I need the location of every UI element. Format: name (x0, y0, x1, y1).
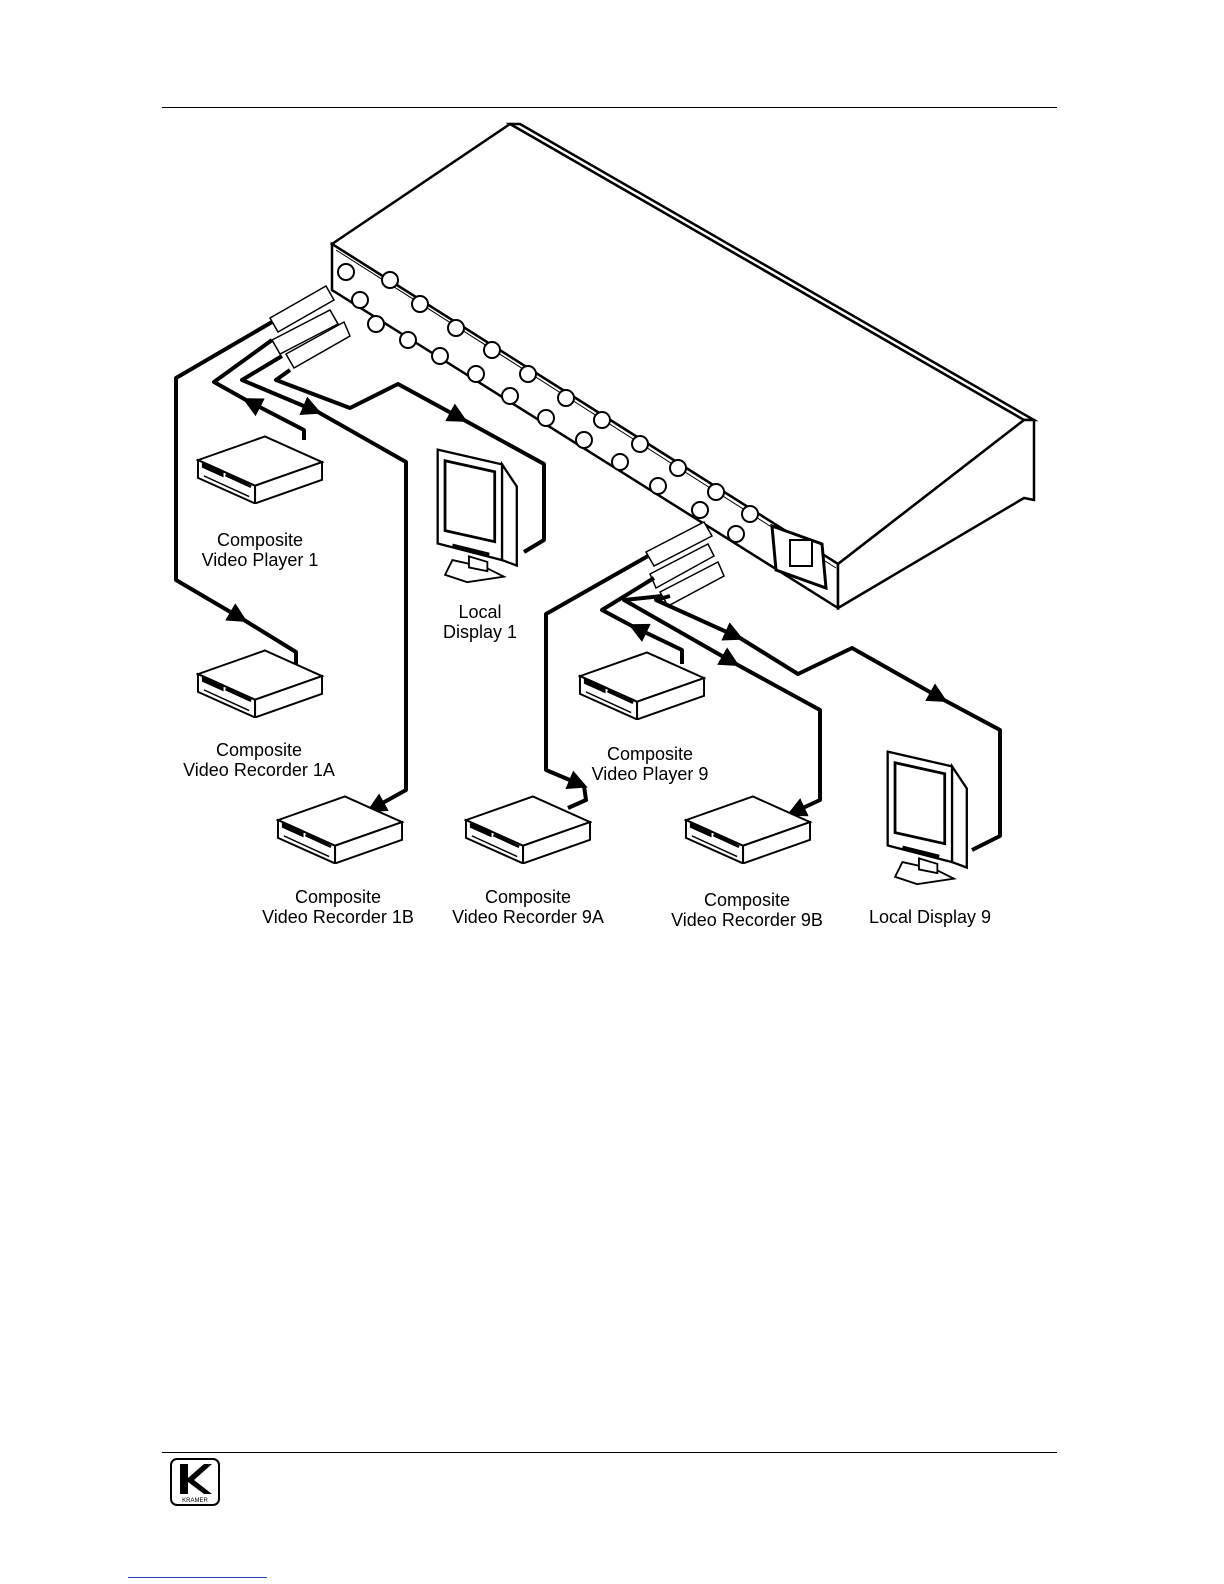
footer-link-underline[interactable] (128, 1577, 267, 1578)
label-player-9-line-1: Composite (575, 744, 725, 764)
label-recorder-9b-line-1: Composite (652, 890, 842, 910)
label-display-1-line-1: Local (420, 602, 540, 622)
recorder-1b-vcr-icon (278, 796, 402, 863)
label-player-1-line-1: Composite (185, 530, 335, 550)
label-recorder-1a: Composite Video Recorder 1A (164, 740, 354, 780)
label-display-9: Local Display 9 (850, 907, 1010, 927)
label-player-9-line-2: Video Player 9 (575, 764, 725, 784)
player-1-vcr-icon (198, 436, 322, 503)
recorder-9b-vcr-icon (686, 796, 810, 863)
label-recorder-1b-line-1: Composite (243, 887, 433, 907)
label-recorder-1b-line-2: Video Recorder 1B (243, 907, 433, 927)
label-recorder-1b: Composite Video Recorder 1B (243, 887, 433, 927)
label-player-1-line-2: Video Player 1 (185, 550, 335, 570)
label-player-9: Composite Video Player 9 (575, 744, 725, 784)
footer-rule (162, 1452, 1057, 1453)
kramer-logo-icon: KRAMER (170, 1458, 220, 1506)
label-recorder-1a-line-2: Video Recorder 1A (164, 760, 354, 780)
cable-plugs-left (270, 286, 350, 368)
label-recorder-1a-line-1: Composite (164, 740, 354, 760)
label-recorder-9a: Composite Video Recorder 9A (433, 887, 623, 927)
label-player-1: Composite Video Player 1 (185, 530, 335, 570)
kramer-logo-text: KRAMER (182, 1498, 208, 1504)
cable-plugs-right (646, 522, 724, 606)
player-9-vcr-icon (580, 652, 704, 719)
display-1-monitor-icon (438, 450, 517, 582)
label-display-9-line-1: Local Display 9 (850, 907, 1010, 927)
label-recorder-9a-line-1: Composite (433, 887, 623, 907)
label-recorder-9a-line-2: Video Recorder 9A (433, 907, 623, 927)
label-display-1: Local Display 1 (420, 602, 540, 642)
recorder-1a-vcr-icon (198, 650, 322, 717)
label-recorder-9b: Composite Video Recorder 9B (652, 890, 842, 930)
display-9-monitor-icon (888, 752, 967, 884)
label-recorder-9b-line-2: Video Recorder 9B (652, 910, 842, 930)
label-display-1-line-2: Display 1 (420, 622, 540, 642)
